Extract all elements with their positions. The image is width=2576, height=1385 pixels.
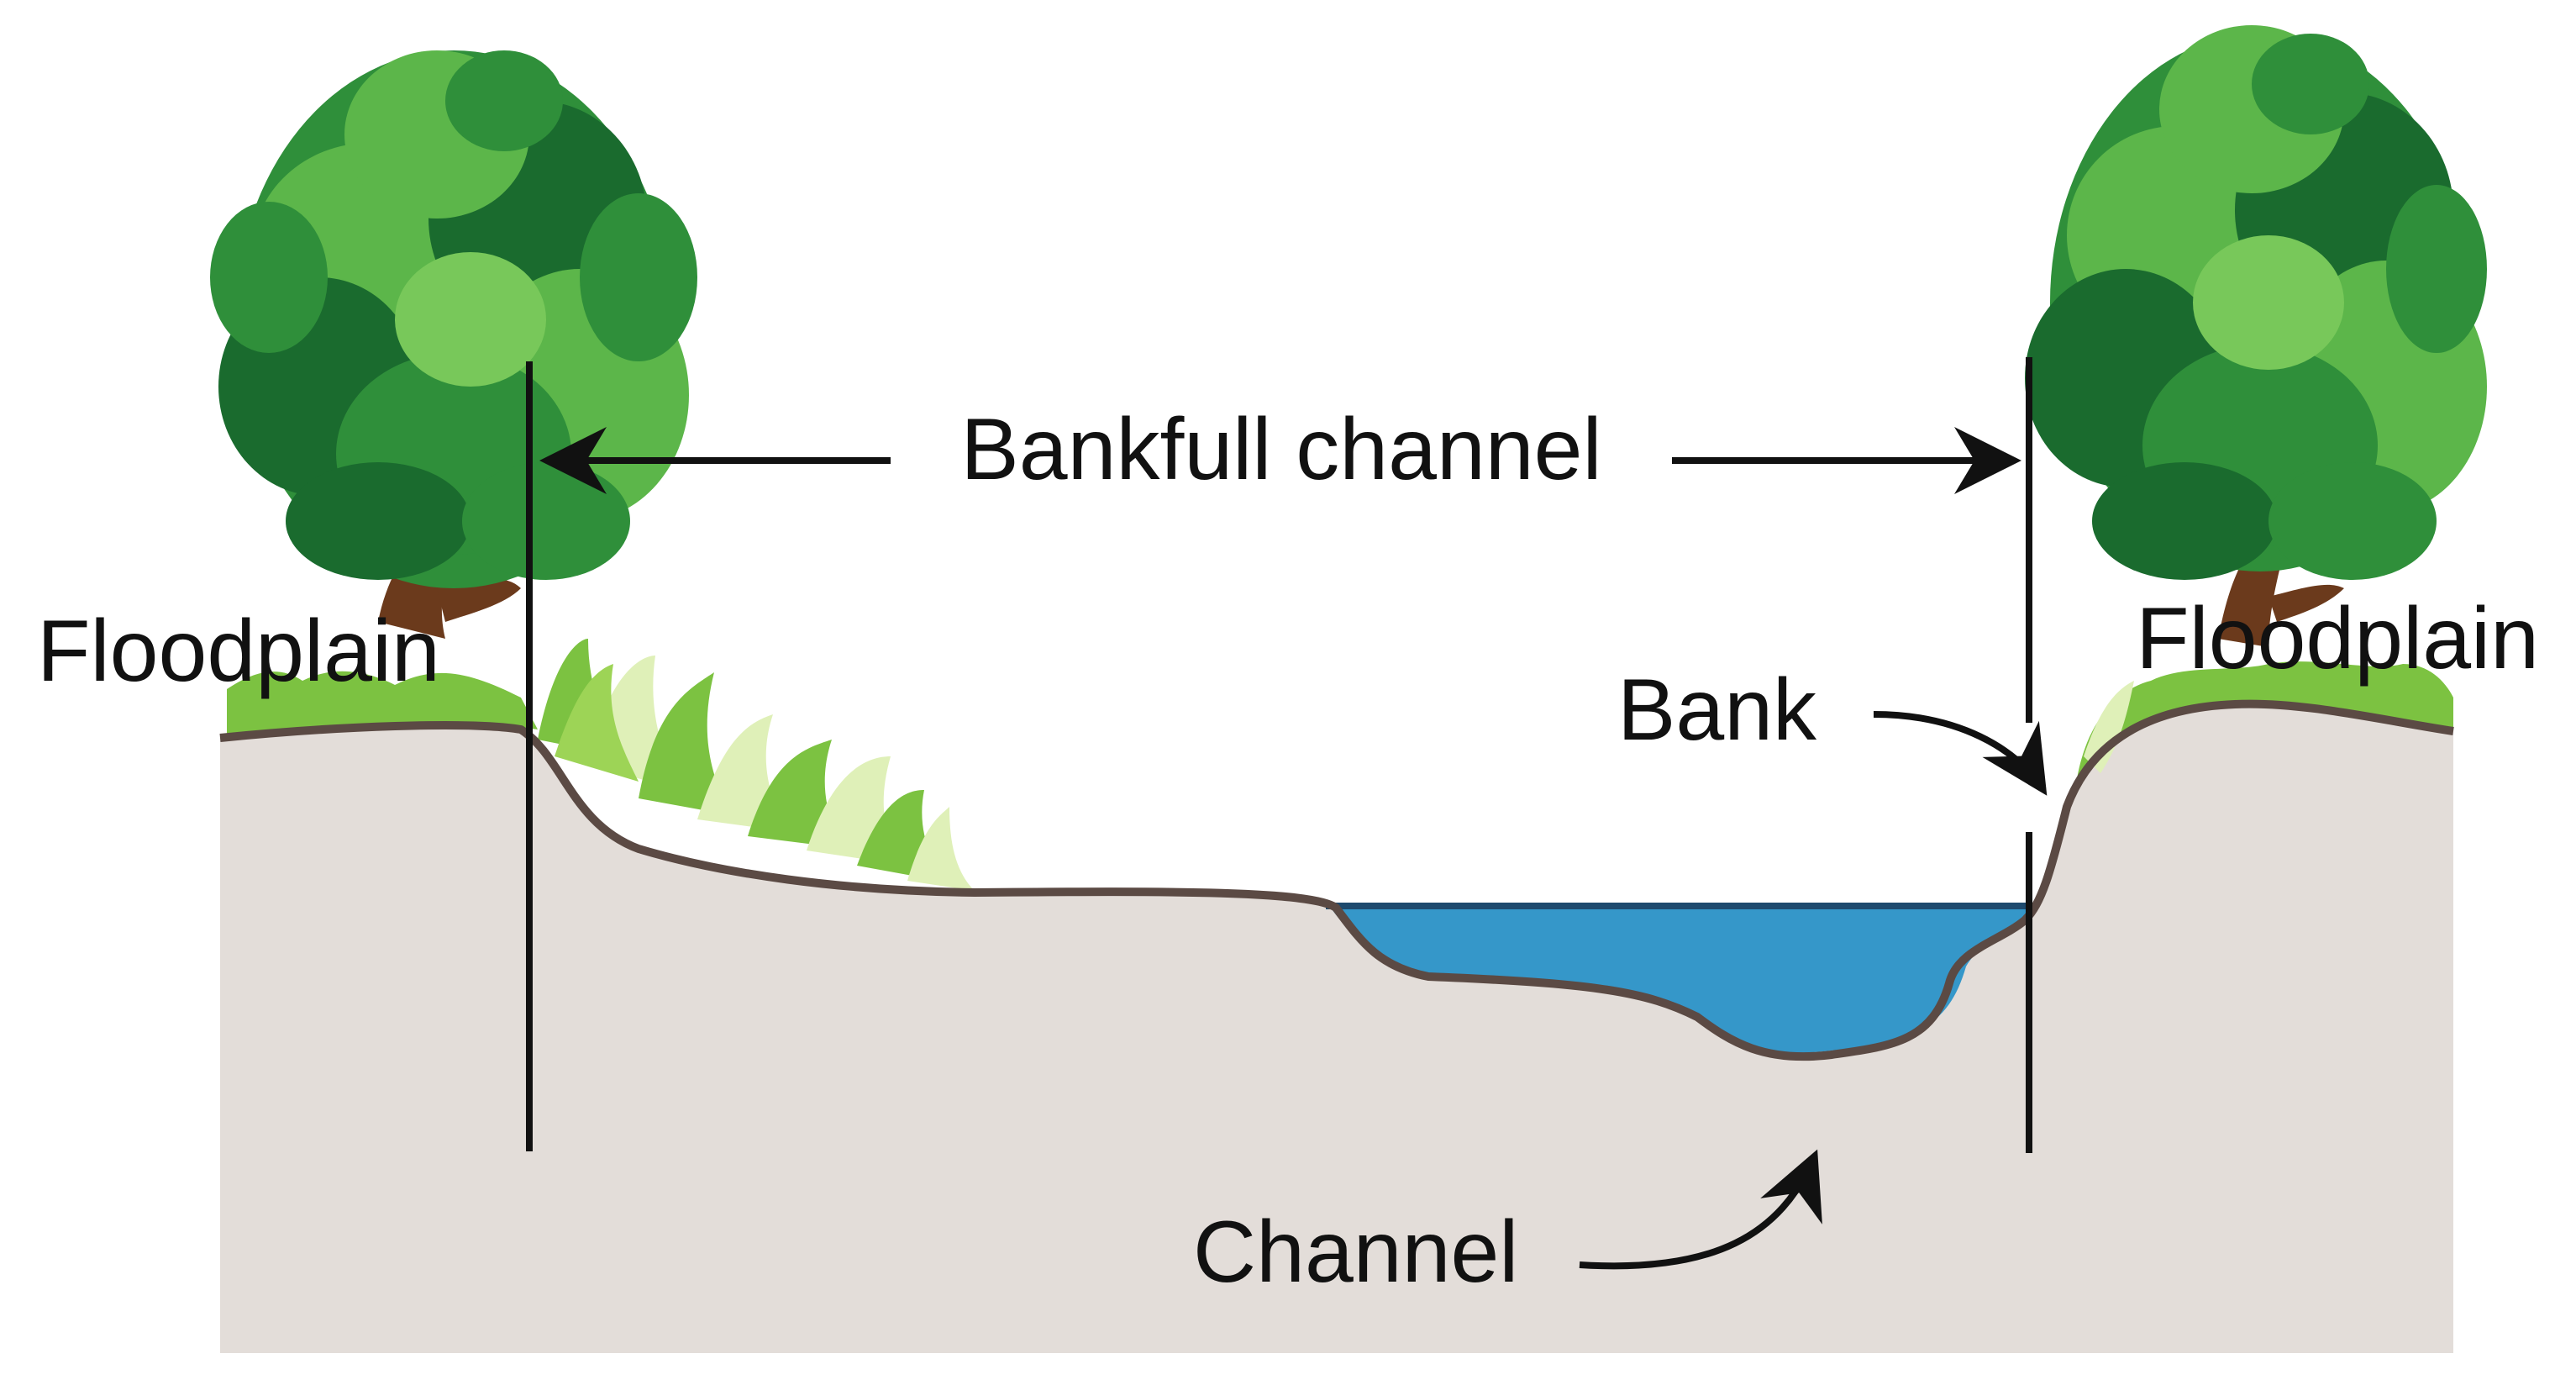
- channel-arrow: [1579, 1149, 1822, 1270]
- tree-right-illustration: [2025, 25, 2487, 647]
- ground-outline: [219, 699, 2454, 1061]
- grass-left-slope: [538, 639, 975, 891]
- bankfull-channel-label: Bankfull channel: [960, 401, 1601, 498]
- bank-arrow: [1873, 711, 2048, 796]
- bank-label: Bank: [1617, 661, 1817, 759]
- floodplain-right-label: Floodplain: [2136, 590, 2539, 687]
- channel-label: Channel: [1193, 1203, 1518, 1301]
- grass-right-floodplain: [2075, 661, 2453, 790]
- tree-left-illustration: [210, 50, 697, 639]
- floodplain-left-label: Floodplain: [37, 603, 440, 700]
- ground-soil: [220, 703, 2453, 1353]
- channel-water: [1329, 906, 2033, 1053]
